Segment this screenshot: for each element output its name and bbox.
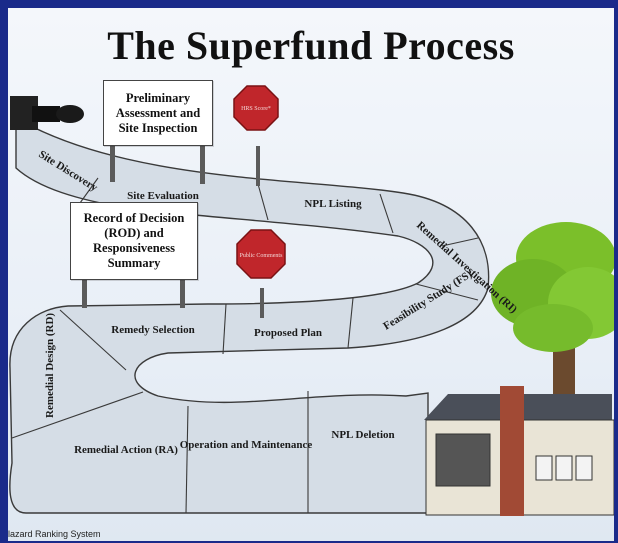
slide-title: The Superfund Process [107,23,515,68]
tree-icon [491,222,614,408]
process-road [9,116,490,514]
process-diagram: HRS Score* Public Comments Site Discover… [9,85,614,516]
public-comments-sign-text: Public Comments [240,253,284,259]
stop-sign-icon [233,85,279,131]
step-remedy-selection: Remedy Selection [111,324,194,336]
step-operation-maintenance: Operation and Maintenance [180,439,313,451]
footnote: lazard Ranking System [8,529,101,539]
preliminary-assessment-board: Preliminary Assessment and Site Inspecti… [103,80,213,146]
stop-sign-icon [236,229,286,279]
step-npl-listing: NPL Listing [304,198,362,210]
step-remedial-action: Remedial Action (RA) [74,444,178,456]
hrs-score-sign-text: HRS Score* [241,106,271,112]
record-of-decision-board: Record of Decision (ROD) and Responsiven… [70,202,198,280]
superfund-slide: The Superfund Process [8,8,614,541]
camera-icon [10,96,84,130]
house-icon [424,386,614,516]
step-remedial-design: Remedial Design (RD) [44,313,56,418]
road-dividers [11,177,479,514]
step-site-evaluation: Site Evaluation [127,190,199,202]
sign-posts [82,146,264,318]
step-npl-deletion: NPL Deletion [331,429,394,441]
step-proposed-plan: Proposed Plan [254,327,322,339]
